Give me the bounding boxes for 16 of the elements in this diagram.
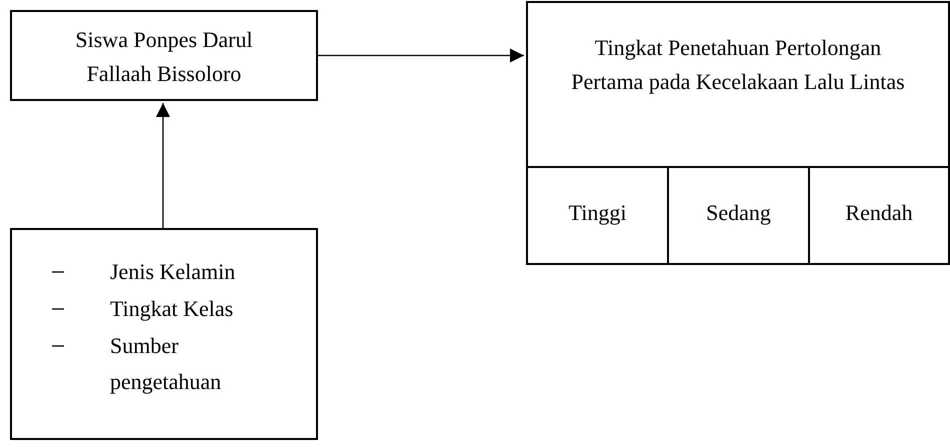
category-label: Tinggi [568,199,628,227]
category-cell [808,166,950,265]
list-item: Tingkat Kelas [110,295,234,323]
list-item: Sumber pengetahuan [110,332,222,396]
category-cell [526,166,669,265]
category-label: Rendah [844,199,914,227]
list-item: Jenis Kelamin [110,258,236,286]
category-label: Sedang [705,199,772,227]
concept-title: Tingkat Penetahuan Pertolongan Pertama pada Kecelakaan Lalu Lintas [570,34,906,96]
category-cell [667,166,810,265]
concept-box [10,228,318,440]
arrow [156,103,170,228]
concept-box [526,1,950,263]
concept-box [10,10,318,101]
arrow [318,48,524,62]
concept-title: Siswa Ponpes Darul Fallaah Bissoloro [74,26,254,88]
